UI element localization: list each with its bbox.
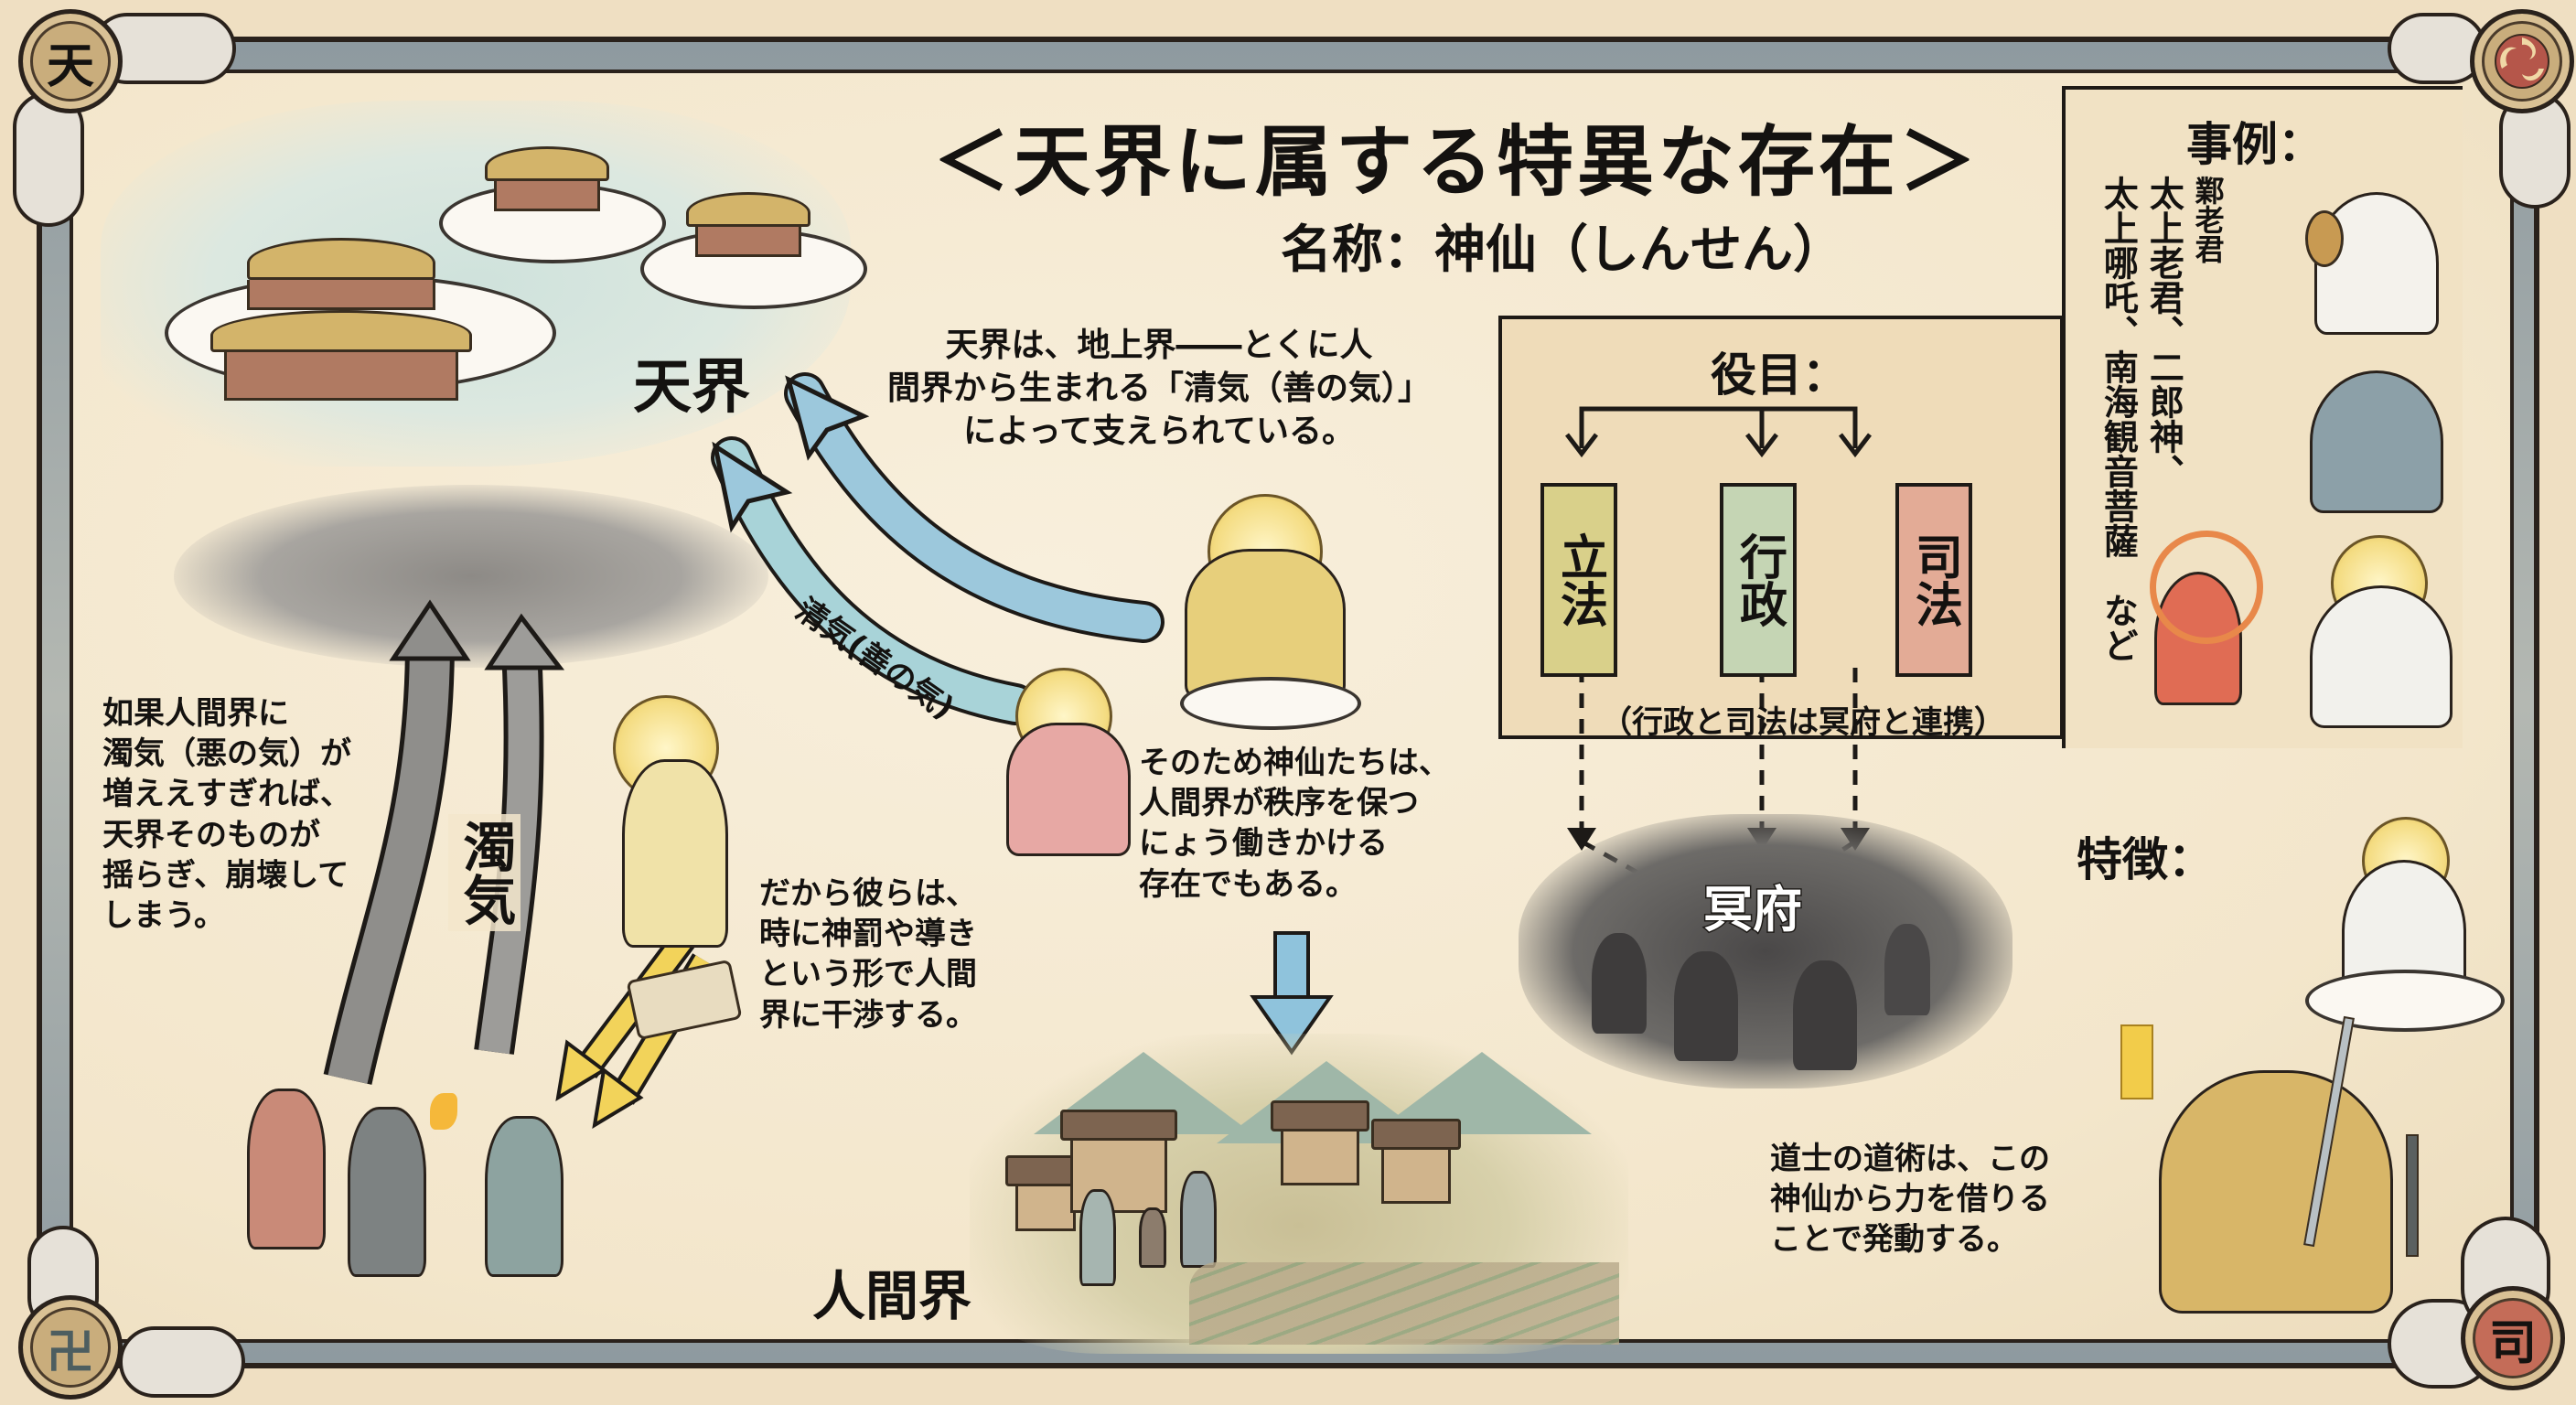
roles-note: （行政と司法は冥府と連携）: [1601, 704, 2005, 741]
gourd-icon: [2305, 210, 2344, 267]
villager-child: [1139, 1207, 1166, 1268]
villager-woman: [1079, 1189, 1116, 1286]
example-col-3: 太上哪吒、南海観音菩薩 など: [2098, 176, 2139, 662]
underworld-label: 冥府: [1702, 880, 1804, 940]
features-description: 道士の道術は、この 神仙から力を借りる ことで発動する。: [1770, 1141, 2050, 1259]
talisman-icon: [2120, 1024, 2153, 1099]
tomoe-seal-icon: [2495, 34, 2549, 89]
spark-icon: [430, 1093, 457, 1130]
erlang-shen-figure: [2310, 370, 2443, 513]
role-judicial: 司法: [1895, 483, 1972, 677]
manji-seal-icon: 卍: [46, 1325, 94, 1380]
goddess-figure: [622, 759, 728, 948]
heaven-description: 天界は、地上界――とくに人 間界から生まれる「清気（善の気）」 によって支えられ…: [887, 327, 1432, 450]
corner-seal-top-left: 天: [18, 9, 123, 113]
example-col-2: 太上老君、二郎神、: [2143, 176, 2184, 488]
turbid-cloud-illustration: [174, 485, 768, 668]
fighter-red: [247, 1089, 326, 1249]
fighter-teal: [485, 1116, 564, 1277]
heaven-seal-icon: 天: [46, 38, 94, 94]
turbid-qi-label: 濁気: [448, 814, 521, 931]
human-world-label: 人間界: [812, 1265, 972, 1327]
palace-right-icon: [686, 192, 810, 257]
turbid-qi-description: 如果人間界に 濁気（悪の気）が 増ええすぎれば、 天界そのものが 揺らぎ、崩壊し…: [102, 695, 351, 934]
house-icon: [1060, 1110, 1177, 1213]
heaven-label: 天界: [633, 354, 750, 422]
examples-heading: 事例：: [2186, 118, 2324, 171]
spirit-silhouette: [1592, 933, 1647, 1034]
role-executive: 行政: [1720, 483, 1797, 677]
spirit-silhouette: [1884, 924, 1930, 1015]
sage-cloud: [2305, 970, 2505, 1032]
villager-man: [1180, 1171, 1217, 1268]
corner-seal-bottom-left: 卍: [18, 1295, 123, 1400]
page-subtitle: 名称：神仙（しんせん）: [1281, 220, 1844, 280]
corner-seal-bottom-right: 司: [2461, 1286, 2565, 1390]
fighter-grey: [348, 1107, 426, 1277]
spirit-silhouette: [1793, 960, 1857, 1070]
palace-center-icon: [485, 146, 609, 211]
immortal-female-figure: [1006, 723, 1131, 856]
guanyin-figure: [2310, 585, 2453, 728]
immortal-male-cloud: [1180, 677, 1361, 730]
shi-seal-icon: 司: [2488, 1315, 2537, 1371]
roles-heading: 役目：: [1711, 349, 1848, 402]
house-icon: [1371, 1119, 1461, 1204]
sword-hanging-icon: [2406, 1134, 2419, 1257]
palace-main-icon: [210, 238, 472, 401]
fire-ring-icon: [2150, 531, 2263, 644]
taoist-priest-figure: [2159, 1070, 2393, 1314]
spirit-silhouette: [1674, 951, 1738, 1061]
underworld-illustration: [1519, 814, 2012, 1089]
corner-seal-top-right: [2470, 9, 2574, 113]
farm-field: [1189, 1262, 1619, 1345]
example-col-1: 鄴老君: [2190, 176, 2226, 263]
page-title: ＜天界に属する特異な存在＞: [933, 117, 1980, 207]
intervention-description: だから彼らは、 時に神罰や導き という形で人間 界に干渉する。: [759, 875, 977, 1034]
house-icon: [1271, 1100, 1369, 1185]
features-heading: 特徴：: [2077, 833, 2214, 886]
role-legislative: 立法: [1540, 483, 1617, 677]
frame-cloud-bottom-left: [119, 1326, 245, 1398]
immortals-description: そのため神仙たちは、 人間界が秩序を保つ にょう働きかける 存在でもある。: [1139, 745, 1450, 903]
